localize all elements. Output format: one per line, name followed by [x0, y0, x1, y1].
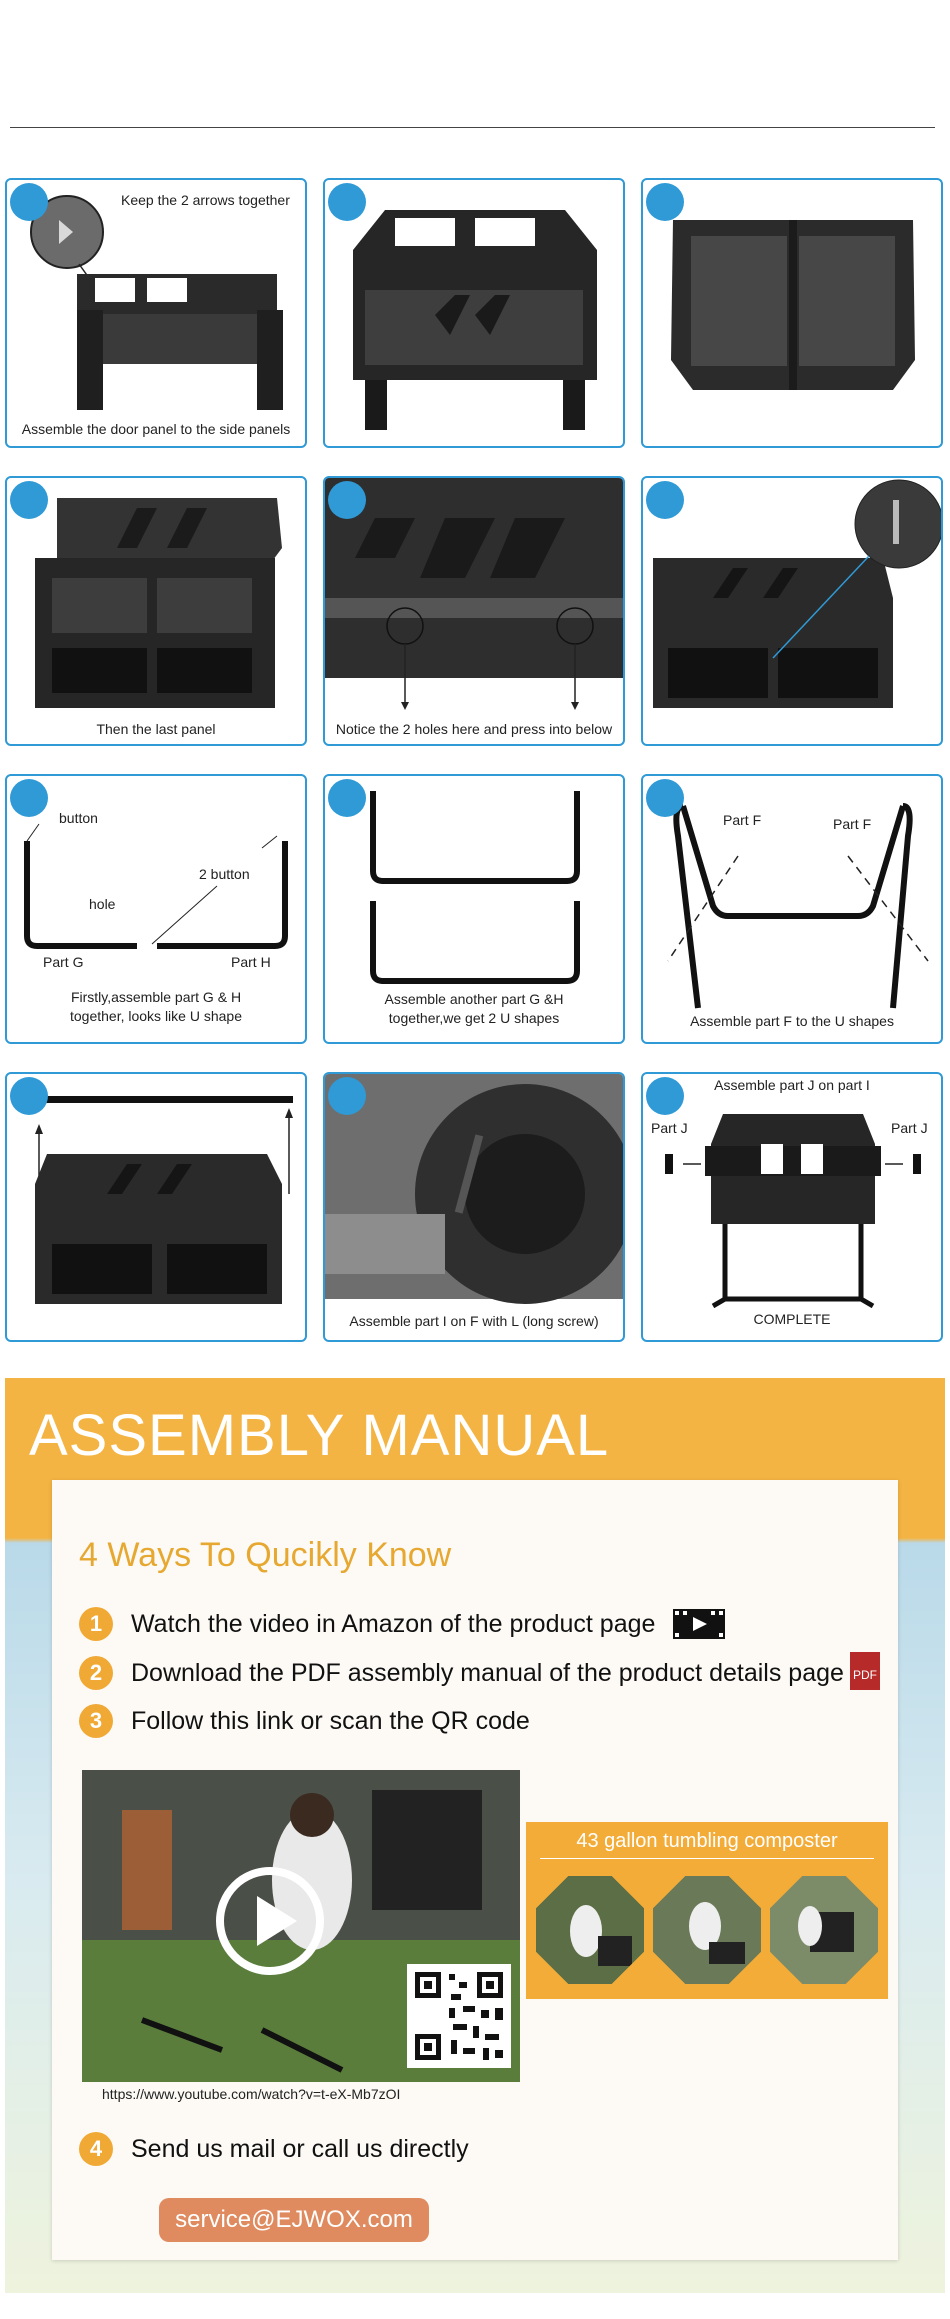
step-marker-dot [328, 183, 366, 221]
way-2: 2 Download the PDF assembly manual of th… [79, 1654, 844, 1692]
step-8-caption-line1: Assemble another part G &H [384, 991, 564, 1007]
promo-title: 43 gallon tumbling composter [576, 1830, 838, 1852]
email-button[interactable]: service@EJWOX.com [159, 2198, 429, 2242]
way-3-text: Follow this link or scan the QR code [131, 1706, 530, 1735]
video-film-icon[interactable] [673, 1609, 726, 1639]
way-4: 4 Send us mail or call us directly [79, 2130, 469, 2168]
video-thumbnail[interactable] [82, 1770, 520, 2082]
two-u-shapes-illustration [370, 791, 580, 984]
step-7-caption-line1: Firstly,assemble part G & H [70, 989, 242, 1005]
header-divider [10, 127, 935, 128]
step-marker-dot [328, 779, 366, 817]
step-marker-dot [646, 1077, 684, 1115]
step-1-card: Keep the 2 arrows together Assemble the … [5, 178, 307, 448]
step-marker-dot [10, 183, 48, 221]
step-5-card: Notice the 2 holes here and press into b… [323, 476, 625, 746]
step-4-caption: Then the last panel [96, 721, 216, 737]
step-8-card: Assemble another part G &H together,we g… [323, 774, 625, 1044]
step-10-card [5, 1072, 307, 1342]
composter-body-illustration [353, 210, 597, 430]
step-marker-dot [328, 481, 366, 519]
way-2-number: 2 [79, 1656, 113, 1690]
promo-divider [540, 1858, 874, 1859]
two-button-label: 2 button [199, 866, 250, 882]
screw-detail-illustration [653, 479, 941, 708]
video-link[interactable]: https://www.youtube.com/watch?v=t-eX-Mb7… [102, 2086, 401, 2102]
step-marker-dot [646, 779, 684, 817]
way-1: 1 Watch the video in Amazon of the produ… [79, 1605, 726, 1643]
step-12-card: Assemble part J on part I Part J Part J … [641, 1072, 943, 1342]
step-1-caption: Assemble the door panel to the side pane… [21, 421, 291, 437]
step-marker-dot [328, 1077, 366, 1115]
last-panel-illustration [35, 498, 282, 708]
step-5-caption: Notice the 2 holes here and press into b… [335, 721, 613, 737]
step-marker-dot [10, 481, 48, 519]
assembly-steps-grid: Keep the 2 arrows together Assemble the … [5, 178, 945, 1353]
part-h-label: Part H [231, 954, 271, 970]
way-4-number: 4 [79, 2132, 113, 2166]
step-7-caption-line2: together, looks like U shape [70, 1007, 242, 1024]
part-f-illustration [667, 803, 929, 1009]
composter-interior-illustration [671, 220, 915, 390]
step-2-card [323, 178, 625, 448]
door-panel-illustration [30, 195, 283, 410]
promo-photo-3 [770, 1876, 878, 1984]
part-f-right-label: Part F [833, 816, 872, 832]
step-6-card [641, 476, 943, 746]
step-8-caption: Assemble another part G &H together,we g… [325, 990, 623, 1028]
product-promo-panel: 43 gallon tumbling composter [526, 1822, 888, 1999]
part-g-label: Part G [43, 954, 84, 970]
part-j-right-label: Part J [891, 1120, 928, 1136]
step-8-caption-line2: together,we get 2 U shapes [388, 1009, 560, 1026]
step-9-caption: Assemble part F to the U shapes [690, 1013, 894, 1029]
way-3: 3 Follow this link or scan the QR code [79, 1702, 530, 1740]
step-marker-dot [646, 481, 684, 519]
ways-heading: 4 Ways To Qucikly Know [79, 1536, 452, 1574]
complete-composter-illustration [665, 1114, 921, 1309]
step-12-top-label: Assemble part J on part I [714, 1077, 870, 1093]
step-marker-dot [10, 1077, 48, 1115]
step-marker-dot [10, 779, 48, 817]
step-4-card: Then the last panel [5, 476, 307, 746]
step-marker-dot [646, 183, 684, 221]
play-button-icon[interactable] [215, 1866, 325, 1976]
way-2-text: Download the PDF assembly manual of the … [131, 1658, 844, 1687]
step-7-card: button 2 button hole Part G Part H First… [5, 774, 307, 1044]
manual-title: ASSEMBLY MANUAL [29, 1403, 610, 1468]
step-11-caption: Assemble part I on F with L (long screw) [349, 1313, 599, 1329]
button-label: button [59, 810, 98, 826]
step-11-card: Assemble part I on F with L (long screw) [323, 1072, 625, 1342]
holes-closeup-illustration [325, 478, 623, 710]
way-1-text: Watch the video in Amazon of the product… [131, 1609, 656, 1638]
step-1-arrow-note: Keep the 2 arrows together [121, 192, 290, 208]
step-12-caption: COMPLETE [753, 1311, 831, 1327]
u-shape-gh-illustration [24, 823, 288, 949]
qr-code[interactable] [407, 1964, 511, 2068]
part-j-left-label: Part J [651, 1120, 688, 1136]
long-screw-illustration [325, 1074, 623, 1304]
step-7-caption: Firstly,assemble part G & H together, lo… [7, 988, 305, 1026]
promo-photo-1 [536, 1876, 644, 1984]
step-3-card [641, 178, 943, 448]
rod-insert-illustration [35, 1096, 293, 1304]
way-4-text: Send us mail or call us directly [131, 2134, 469, 2163]
way-3-number: 3 [79, 1704, 113, 1738]
part-f-left-label: Part F [723, 812, 762, 828]
promo-photo-2 [653, 1876, 761, 1984]
way-1-number: 1 [79, 1607, 113, 1641]
hole-label: hole [89, 896, 116, 912]
step-9-card: Part F Part F Assemble part F to the U s… [641, 774, 943, 1044]
pdf-icon[interactable]: PDF [850, 1652, 880, 1690]
assembly-manual-banner: ASSEMBLY MANUAL 4 Ways To Qucikly Know 1… [5, 1378, 945, 2293]
